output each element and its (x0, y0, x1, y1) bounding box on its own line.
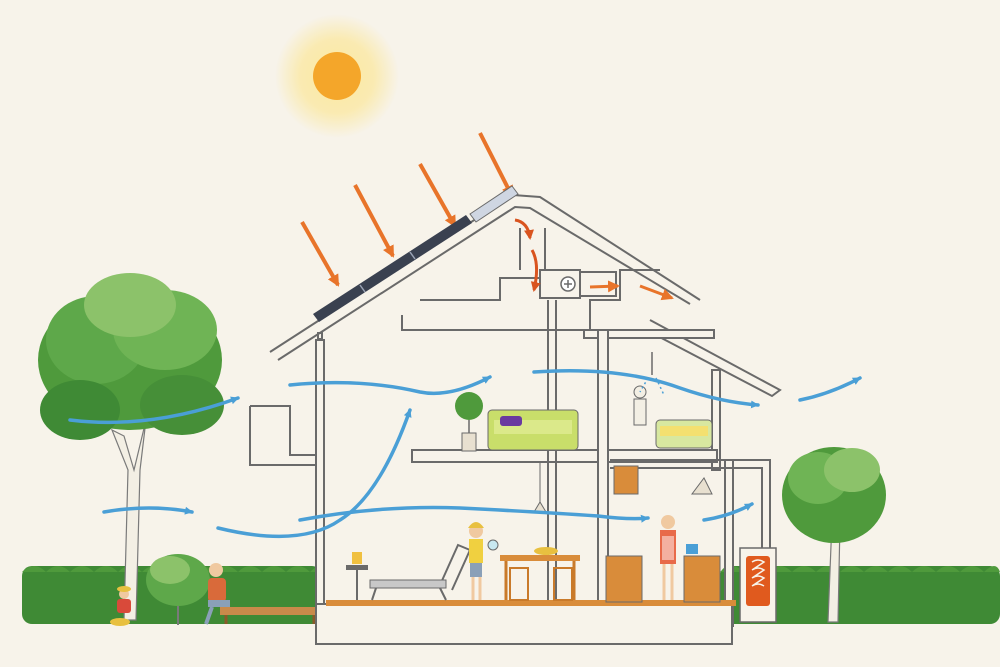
wooden-deck (220, 607, 320, 624)
breeze-arrows (68, 368, 862, 539)
dining-table (500, 547, 580, 601)
kitchen-counter (605, 465, 721, 603)
upper-floor-plant (455, 392, 483, 452)
grandfather-outside (204, 563, 230, 625)
woman-with-fan (468, 522, 499, 600)
exhaust-arrows (589, 280, 674, 301)
water-heater-icon (739, 547, 777, 623)
ventilation-fan-icon (560, 276, 576, 292)
solar-panel-icon (313, 185, 519, 322)
shrub-left (146, 554, 210, 625)
house-structure (249, 193, 782, 645)
sofa (487, 409, 579, 451)
child-outside (110, 586, 131, 626)
warm-air-arrows (514, 218, 541, 292)
tree-right (782, 447, 886, 623)
hedge-right (720, 566, 1000, 624)
bathtub (655, 419, 713, 449)
solar-ray-arrows (300, 132, 514, 287)
lounge-chair (369, 543, 472, 601)
tree-left (38, 273, 224, 621)
sun-icon (275, 14, 399, 138)
pendant-lamp (533, 462, 547, 513)
ground-floor (326, 552, 736, 606)
woman-cooking (660, 515, 698, 600)
shower-person (633, 352, 665, 426)
